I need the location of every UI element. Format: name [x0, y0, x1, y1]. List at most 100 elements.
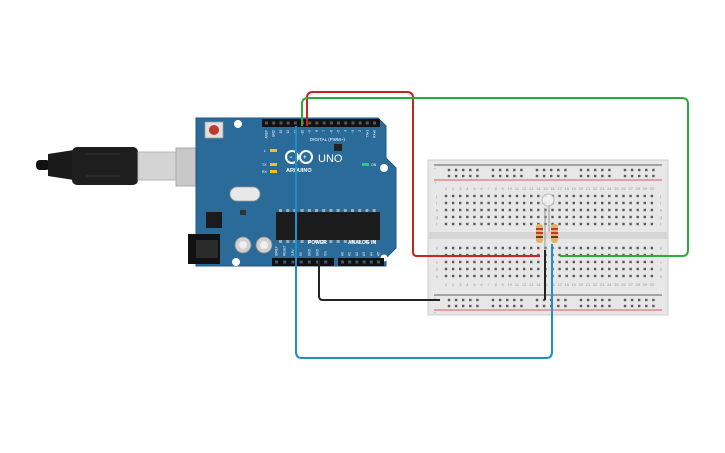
breadboard-hole[interactable]: [480, 246, 483, 250]
breadboard-hole[interactable]: [444, 260, 448, 264]
breadboard-hole[interactable]: [501, 222, 504, 226]
breadboard-hole[interactable]: [469, 174, 472, 178]
breadboard-hole[interactable]: [480, 201, 483, 205]
header-pin[interactable]: [322, 121, 326, 125]
breadboard-hole[interactable]: [451, 201, 455, 205]
breadboard-hole[interactable]: [565, 274, 568, 278]
breadboard-hole[interactable]: [447, 168, 451, 172]
breadboard-hole[interactable]: [480, 215, 483, 219]
breadboard-hole[interactable]: [522, 222, 526, 226]
breadboard-hole[interactable]: [572, 222, 575, 226]
breadboard-hole[interactable]: [565, 215, 568, 219]
breadboard-hole[interactable]: [586, 174, 590, 178]
breadboard-hole[interactable]: [494, 260, 497, 264]
breadboard-hole[interactable]: [451, 208, 455, 212]
breadboard-hole[interactable]: [608, 215, 611, 219]
header-pin[interactable]: [329, 121, 333, 125]
breadboard-hole[interactable]: [537, 201, 540, 205]
breadboard-hole[interactable]: [480, 274, 483, 278]
breadboard-hole[interactable]: [550, 168, 553, 172]
header-pin[interactable]: [362, 260, 366, 264]
breadboard-hole[interactable]: [447, 304, 451, 308]
breadboard-hole[interactable]: [572, 194, 575, 198]
breadboard-hole[interactable]: [601, 274, 604, 278]
breadboard-hole[interactable]: [643, 260, 646, 264]
breadboard-hole[interactable]: [473, 194, 476, 198]
header-pin[interactable]: [344, 121, 348, 125]
breadboard-hole[interactable]: [466, 274, 469, 278]
breadboard-hole[interactable]: [501, 194, 504, 198]
breadboard-hole[interactable]: [530, 274, 533, 278]
reset-button[interactable]: [204, 121, 224, 139]
resistor[interactable]: [536, 224, 543, 243]
breadboard-hole[interactable]: [615, 267, 618, 271]
breadboard-hole[interactable]: [579, 201, 583, 205]
breadboard-hole[interactable]: [451, 267, 455, 271]
breadboard-hole[interactable]: [444, 215, 448, 219]
breadboard-hole[interactable]: [652, 174, 655, 178]
breadboard-hole[interactable]: [586, 215, 590, 219]
breadboard-hole[interactable]: [564, 298, 567, 302]
breadboard-hole[interactable]: [593, 222, 597, 226]
breadboard-hole[interactable]: [643, 208, 646, 212]
breadboard-hole[interactable]: [593, 260, 597, 264]
breadboard-hole[interactable]: [579, 260, 583, 264]
wire-green[interactable]: [301, 97, 689, 257]
breadboard-hole[interactable]: [513, 304, 516, 308]
breadboard-hole[interactable]: [565, 267, 568, 271]
usb-cable[interactable]: [36, 147, 211, 187]
breadboard-hole[interactable]: [579, 246, 583, 250]
breadboard-hole[interactable]: [572, 267, 575, 271]
breadboard-hole[interactable]: [615, 208, 618, 212]
breadboard-hole[interactable]: [586, 208, 590, 212]
digital-pin-header[interactable]: [262, 119, 380, 127]
breadboard-hole[interactable]: [444, 208, 448, 212]
header-pin[interactable]: [279, 121, 283, 125]
breadboard-hole[interactable]: [551, 222, 554, 226]
breadboard-hole[interactable]: [447, 298, 451, 302]
breadboard-hole[interactable]: [636, 194, 639, 198]
breadboard-hole[interactable]: [530, 246, 533, 250]
breadboard-hole[interactable]: [643, 194, 646, 198]
header-pin[interactable]: [283, 260, 287, 264]
breadboard-hole[interactable]: [469, 168, 472, 172]
breadboard-hole[interactable]: [508, 222, 512, 226]
header-pin[interactable]: [351, 121, 355, 125]
header-pin[interactable]: [373, 121, 376, 125]
breadboard-hole[interactable]: [473, 215, 476, 219]
breadboard-hole[interactable]: [466, 194, 469, 198]
breadboard-hole[interactable]: [615, 246, 618, 250]
breadboard-hole[interactable]: [615, 201, 618, 205]
breadboard-hole[interactable]: [643, 201, 646, 205]
breadboard-hole[interactable]: [522, 215, 526, 219]
breadboard-hole[interactable]: [601, 246, 604, 250]
breadboard-hole[interactable]: [557, 168, 560, 172]
breadboard-hole[interactable]: [608, 260, 611, 264]
breadboard-hole[interactable]: [650, 260, 654, 264]
breadboard-hole[interactable]: [558, 215, 561, 219]
breadboard-hole[interactable]: [506, 168, 509, 172]
breadboard-hole[interactable]: [579, 298, 583, 302]
breadboard-hole[interactable]: [593, 274, 597, 278]
breadboard-hole[interactable]: [558, 194, 561, 198]
header-pin[interactable]: [355, 260, 359, 264]
breadboard-hole[interactable]: [579, 267, 583, 271]
breadboard-hole[interactable]: [491, 298, 495, 302]
breadboard-hole[interactable]: [572, 260, 575, 264]
breadboard-hole[interactable]: [513, 168, 516, 172]
breadboard-hole[interactable]: [537, 274, 540, 278]
breadboard-hole[interactable]: [494, 267, 497, 271]
breadboard-hole[interactable]: [501, 215, 504, 219]
breadboard-hole[interactable]: [629, 246, 632, 250]
breadboard-hole[interactable]: [501, 246, 504, 250]
breadboard-hole[interactable]: [579, 194, 583, 198]
header-pin[interactable]: [341, 260, 344, 264]
breadboard-hole[interactable]: [515, 260, 519, 264]
breadboard-hole[interactable]: [630, 298, 634, 302]
breadboard-hole[interactable]: [487, 215, 490, 219]
breadboard-hole[interactable]: [638, 298, 641, 302]
breadboard-hole[interactable]: [487, 260, 490, 264]
breadboard-hole[interactable]: [615, 215, 618, 219]
breadboard-hole[interactable]: [636, 215, 639, 219]
breadboard-hole[interactable]: [558, 201, 561, 205]
